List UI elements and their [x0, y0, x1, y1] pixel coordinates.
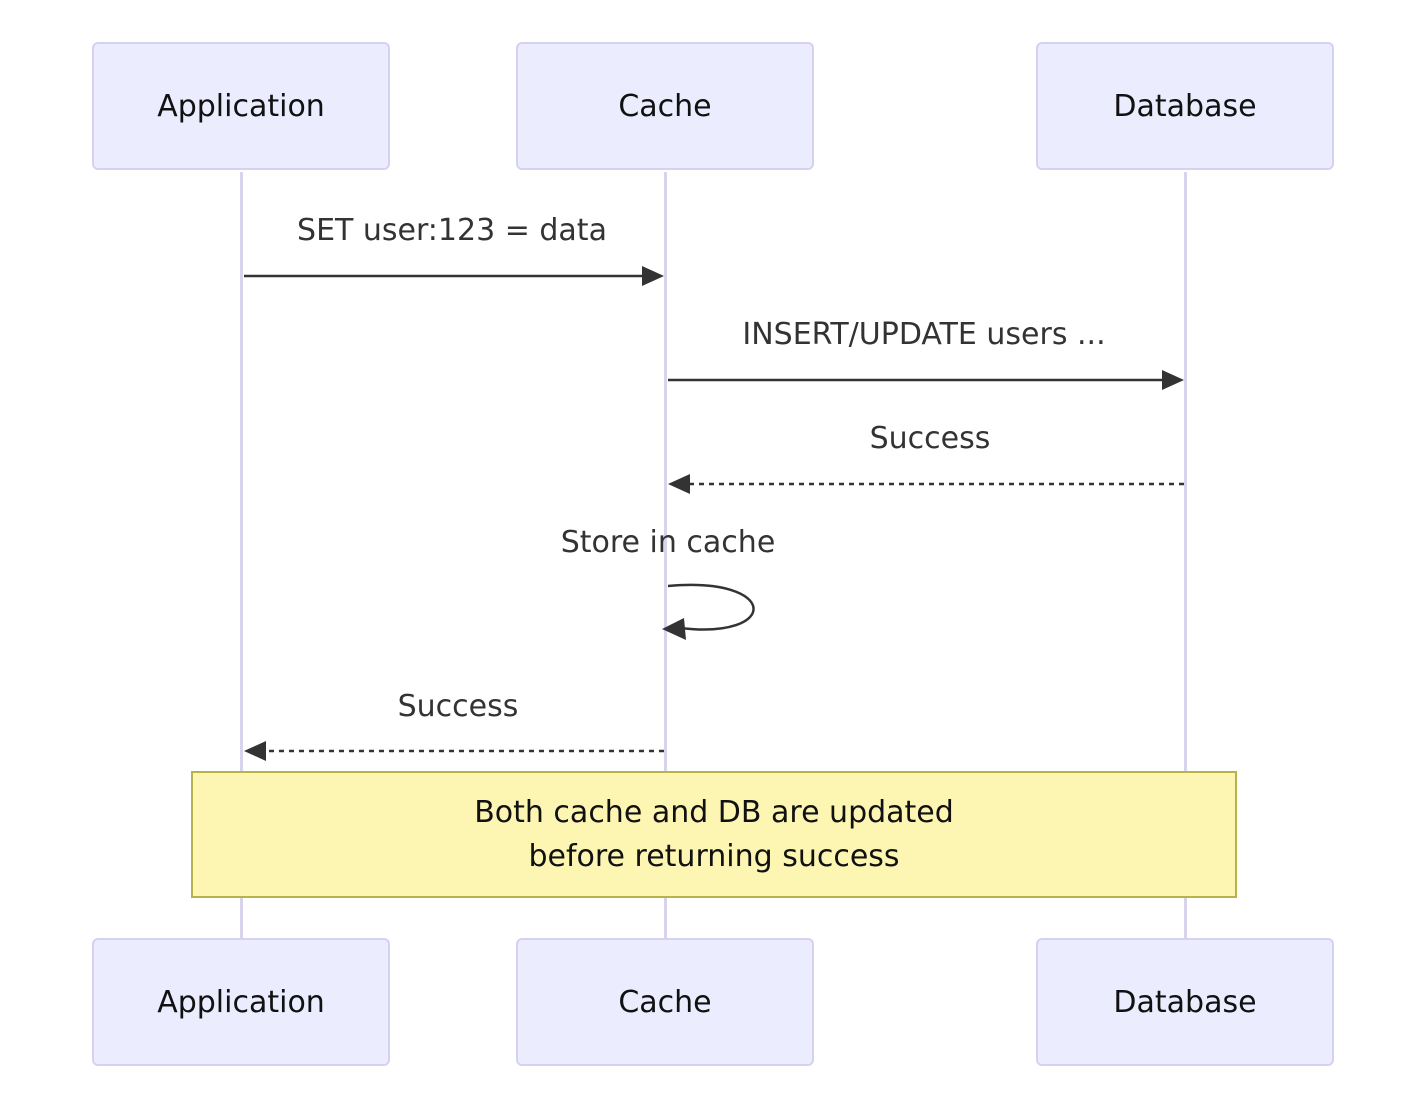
lifeline-application [240, 172, 243, 940]
actor-application-top: Application [92, 42, 390, 170]
message-arrow-store-in-cache [667, 583, 755, 631]
arrowhead-icon [1162, 370, 1184, 390]
note-line-2: before returning success [528, 838, 900, 874]
message-label-success-db: Success [869, 421, 991, 456]
actor-label: Application [157, 984, 325, 1020]
arrowhead-icon [244, 741, 266, 761]
actor-label: Cache [618, 984, 712, 1020]
message-label-store-in-cache: Store in cache [560, 525, 776, 560]
arrowhead-icon [642, 266, 664, 286]
actor-label: Cache [618, 88, 712, 124]
arrowhead-icon [668, 474, 690, 494]
actor-cache-top: Cache [516, 42, 814, 170]
arrowhead-icon [662, 618, 686, 640]
actor-database-bottom: Database [1036, 938, 1334, 1066]
actor-label: Database [1113, 984, 1257, 1020]
actor-label: Database [1113, 88, 1257, 124]
actor-database-top: Database [1036, 42, 1334, 170]
note-box: Both cache and DB are updated before ret… [191, 771, 1237, 898]
message-label-set-user: SET user:123 = data [297, 213, 607, 248]
actor-label: Application [157, 88, 325, 124]
note-line-1: Both cache and DB are updated [474, 794, 954, 830]
message-label-success-cache: Success [397, 689, 519, 724]
lifeline-cache [664, 172, 667, 940]
actor-cache-bottom: Cache [516, 938, 814, 1066]
message-label-insert-update: INSERT/UPDATE users ... [742, 317, 1106, 352]
lifeline-database [1184, 172, 1187, 940]
actor-application-bottom: Application [92, 938, 390, 1066]
